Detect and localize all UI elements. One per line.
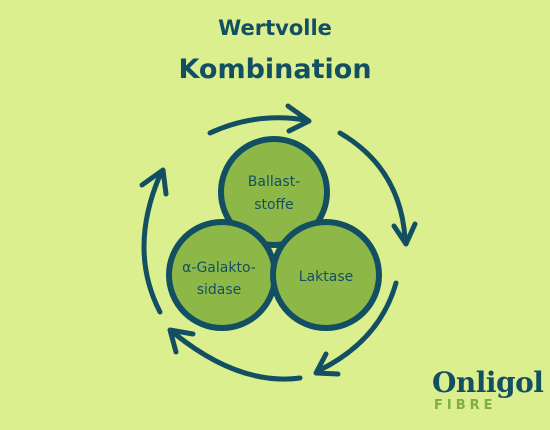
cycle-arrow-icon	[285, 103, 312, 134]
brand-logo: Onligol FIBRE	[432, 368, 546, 414]
circle-ballaststoffe	[218, 136, 330, 248]
circle-laktase	[270, 219, 382, 331]
venn-circles	[166, 136, 382, 331]
cycle-arrow-icon	[167, 327, 196, 355]
node-labels: Ballast- stoffe α-Galakto- sidase Laktas…	[182, 174, 353, 298]
cycle-arrow-icon	[317, 280, 399, 373]
cycle-arrow-icon	[391, 221, 418, 247]
cycle-arrow-icon	[172, 331, 303, 382]
logo-wordmark: Onligol	[432, 366, 544, 399]
label-galaktosidase-1: α-Galakto-	[182, 260, 256, 276]
logo-subtitle: FIBRE	[434, 398, 497, 413]
cycle-arrow-icon	[141, 172, 163, 315]
title-line-1: Wertvolle	[218, 16, 332, 40]
cycle-arrow-icon	[313, 351, 341, 377]
title-line-2: Kombination	[178, 54, 372, 85]
cycle-arrows	[139, 103, 418, 382]
label-galaktosidase-2: sidase	[197, 282, 242, 298]
cycle-arrow-icon	[139, 167, 169, 197]
cycle-arrow-icon	[337, 130, 408, 241]
cycle-arrow-icon	[207, 115, 308, 136]
label-ballaststoffe-1: Ballast-	[248, 174, 300, 190]
label-laktase: Laktase	[299, 269, 353, 285]
label-ballaststoffe-2: stoffe	[254, 197, 294, 213]
